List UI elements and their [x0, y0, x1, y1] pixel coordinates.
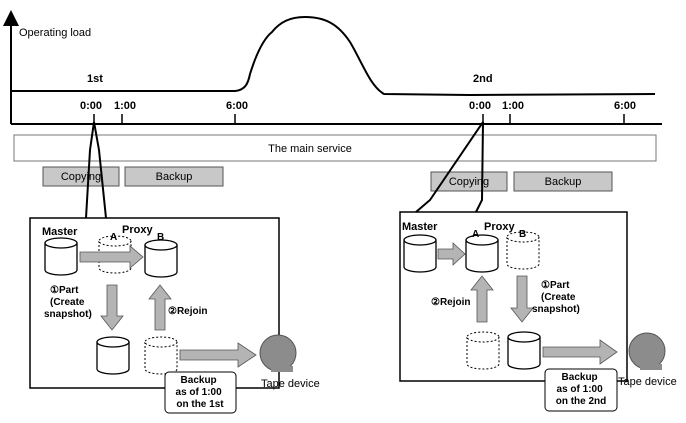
part-step-label: ①Part (Create snapshot) [44, 285, 92, 320]
panel-frame [399, 211, 628, 382]
copy-arrow [79, 245, 144, 269]
backup-callout [164, 371, 237, 414]
tape-device-icon [628, 332, 666, 370]
tape-device-label: Tape device [618, 376, 677, 388]
tick-label: 0:00 [80, 100, 102, 112]
connector-lines [85, 121, 484, 219]
tick-label: 0:00 [469, 100, 491, 112]
tick-label: 6:00 [614, 100, 636, 112]
copying-phase-1 [42, 166, 120, 187]
y-axis-label: Operating load [19, 27, 91, 39]
part-arrow [100, 284, 124, 331]
tape-device-icon [259, 334, 297, 372]
copying-phase-2 [430, 171, 508, 192]
rejoin-arrow [470, 275, 494, 323]
phase-boxes: Copying Backup Copying Backup [42, 166, 613, 192]
panel-day2: Master Proxy A B ②Rejoin ①Part (Create s… [399, 211, 677, 412]
part-arrow [510, 275, 534, 323]
rejoin-volume-dotted [144, 336, 178, 375]
operating-load-chart: Operating load 1st 2nd 0:00 1:00 6:00 0:… [3, 10, 662, 125]
master-label: Master [402, 221, 438, 233]
tick-label: 6:00 [226, 100, 248, 112]
panel-day1: Master Proxy A B ①Part (Create snapshot)… [29, 217, 320, 414]
master-volume [44, 237, 78, 276]
backup-phase-2 [513, 171, 613, 192]
volume-a-proxy [465, 234, 499, 273]
panel-frame [29, 217, 280, 389]
copying-label-2: Copying [449, 176, 489, 188]
backup-label-1: Backup [156, 171, 193, 183]
volume-b-proxy [144, 239, 178, 278]
rejoin-step-label: ②Rejoin [168, 306, 208, 317]
callout-text: Backup as of 1:00 on the 1st [176, 375, 225, 410]
volume-b-label: B [519, 229, 526, 240]
load-curve [12, 15, 656, 97]
main-service-label: The main service [268, 143, 352, 155]
copy-arrow [437, 242, 466, 266]
day1-label: 1st [87, 73, 103, 85]
callout-text: Backup as of 1:00 on the 2nd [556, 372, 607, 407]
proxy-label: Proxy [122, 224, 153, 236]
rejoin-volume-dotted [466, 331, 500, 370]
backup-callout [544, 368, 618, 412]
backup-arrow [542, 339, 618, 365]
copying-label-1: Copying [61, 171, 101, 183]
volume-b-dotted [506, 231, 540, 270]
backup-label-2: Backup [545, 176, 582, 188]
volume-b-label: B [157, 232, 164, 243]
part-step-label: ①Part (Create snapshot) [532, 280, 580, 315]
proxy-label: Proxy [484, 221, 515, 233]
rejoin-arrow [148, 284, 172, 331]
snapshot-volume [507, 331, 541, 370]
tick-label: 1:00 [502, 100, 524, 112]
main-service-bar: The main service [13, 134, 657, 162]
tape-device-label: Tape device [261, 378, 320, 390]
snapshot-volume [96, 336, 130, 375]
master-volume [403, 234, 437, 273]
backup-phase-1 [124, 166, 224, 187]
rejoin-step-label: ②Rejoin [431, 297, 471, 308]
master-label: Master [42, 226, 78, 238]
backup-arrow [179, 342, 257, 368]
volume-a-label: A [472, 229, 479, 240]
volume-a-label: A [110, 232, 117, 243]
tick-label: 1:00 [114, 100, 136, 112]
day2-label: 2nd [473, 73, 493, 85]
